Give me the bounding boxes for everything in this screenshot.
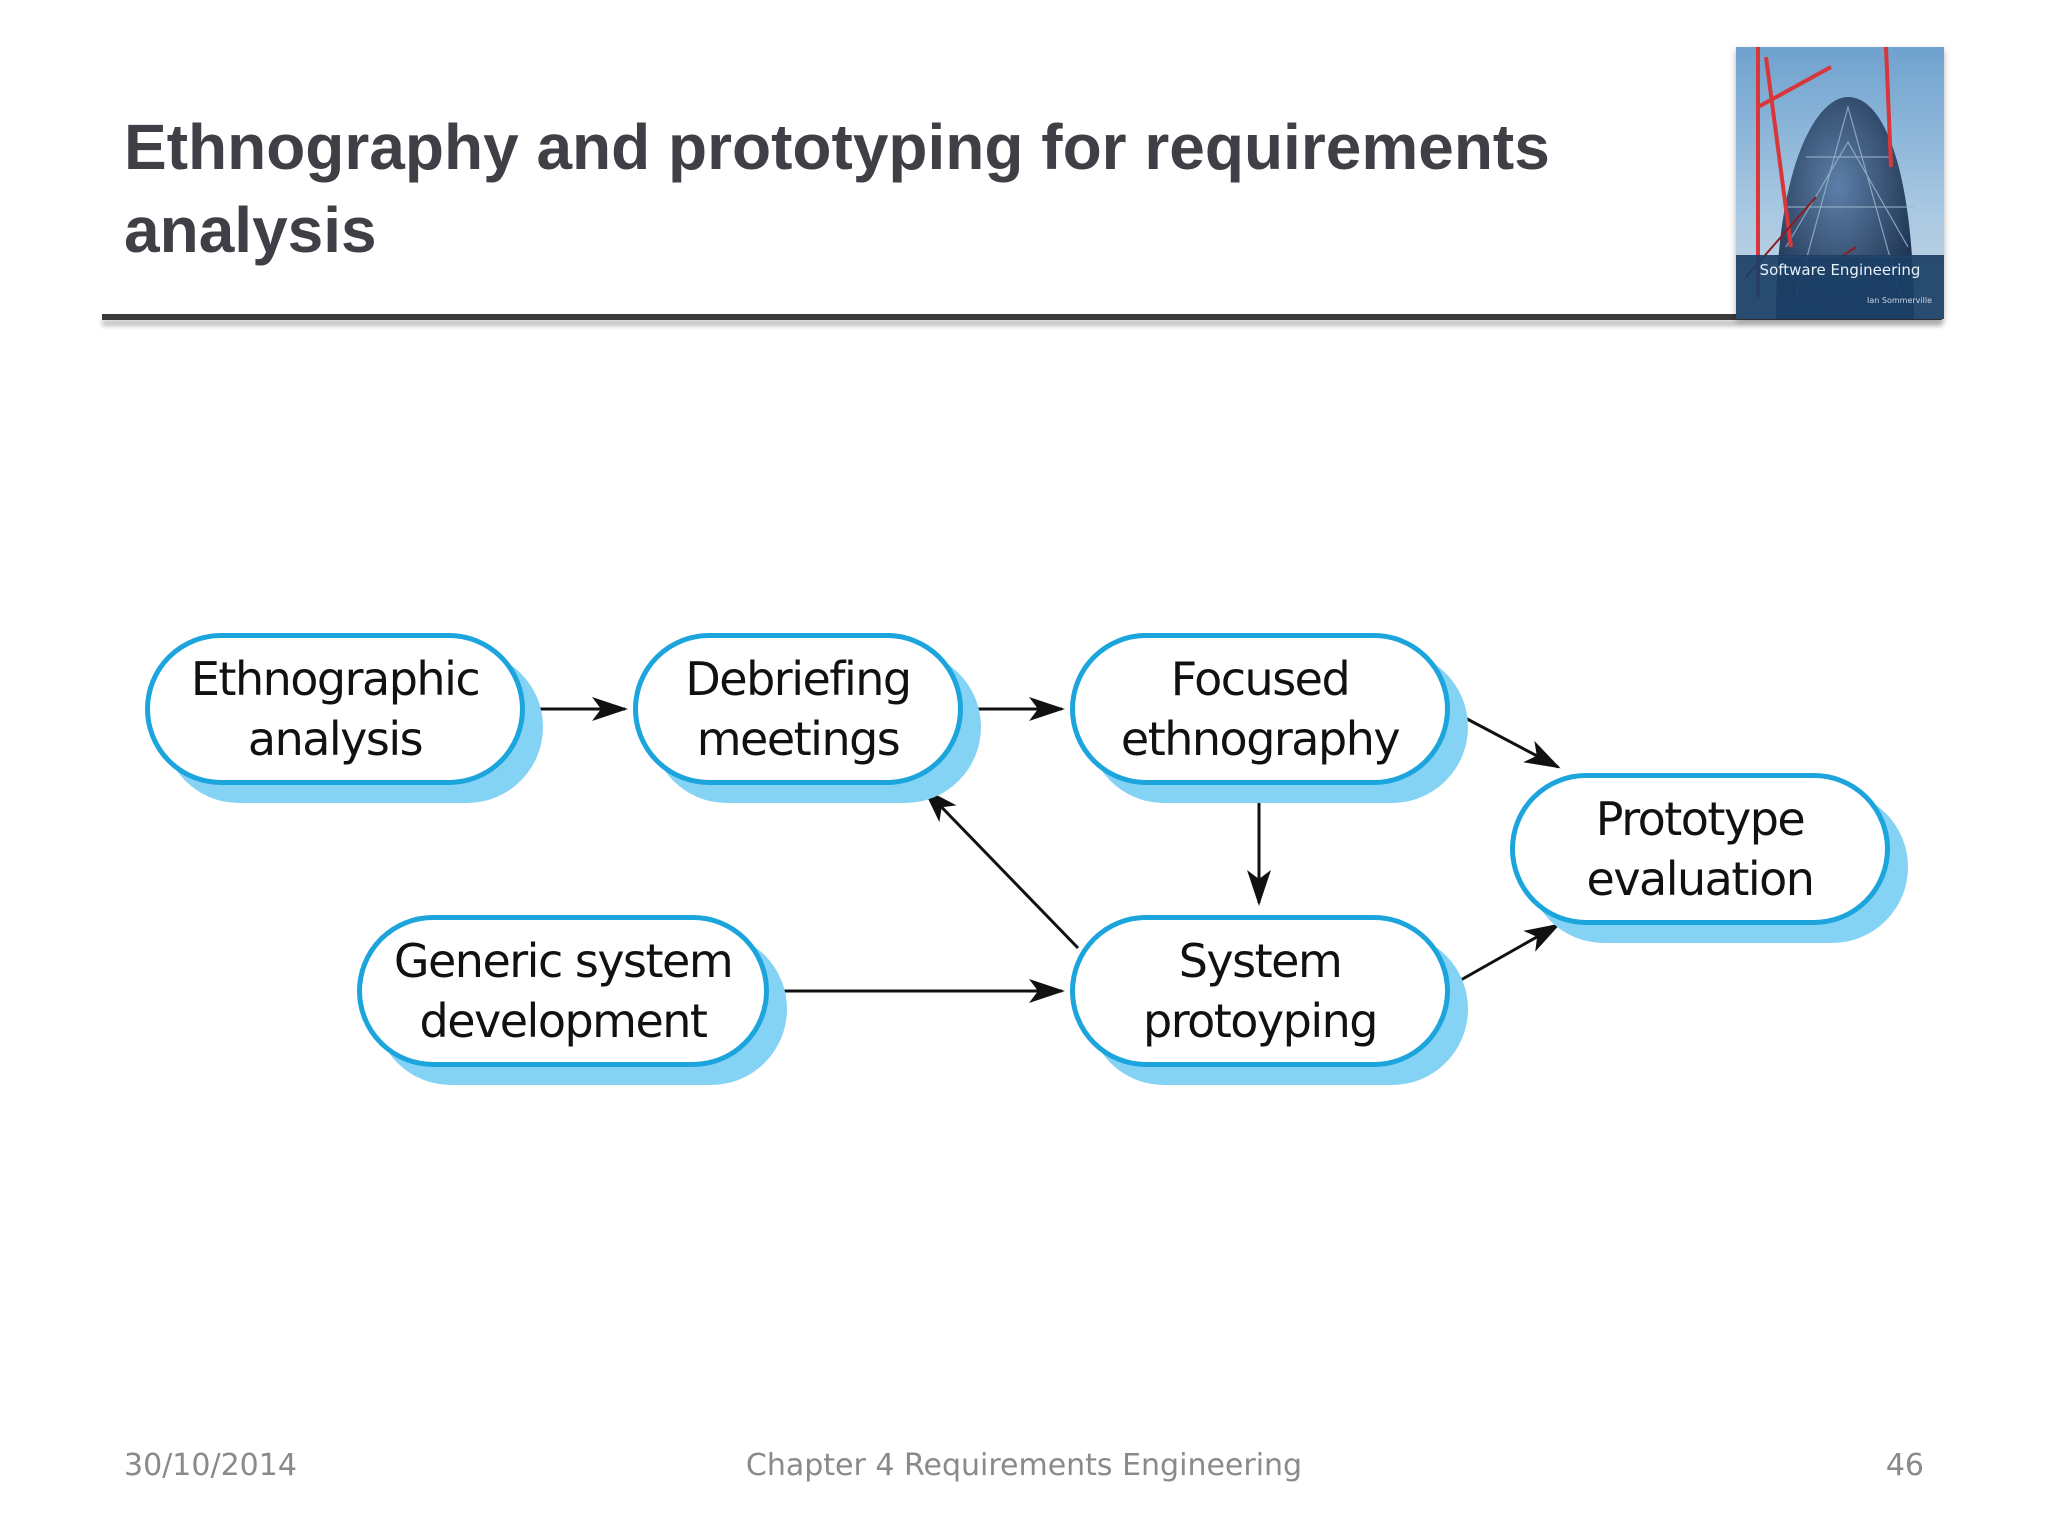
node-prototype-evaluation: Prototype evaluation xyxy=(1510,773,1890,925)
node-label-line: Prototype xyxy=(1595,792,1806,846)
slide-title: Ethnography and prototyping for requirem… xyxy=(124,106,1684,272)
node-label-line: protoyping xyxy=(1143,994,1378,1048)
node-ethnographic-analysis: Ethnographic analysis xyxy=(145,633,525,785)
node-label-line: ethnography xyxy=(1120,712,1401,766)
slide-title-line-2: analysis xyxy=(124,194,377,266)
node-label-line: Ethnographic xyxy=(190,652,481,706)
node-label-line: System xyxy=(1178,934,1343,988)
footer-page-number: 46 xyxy=(1885,1448,1924,1483)
node-label-line: Generic system xyxy=(393,934,734,988)
footer-date: 30/10/2014 xyxy=(124,1448,297,1483)
arrow-system-protoyping-to-debriefing xyxy=(922,787,1080,950)
footer-chapter: Chapter 4 Requirements Engineering xyxy=(745,1448,1303,1483)
node-label-line: Focused xyxy=(1170,652,1351,706)
node-focused-ethnography: Focused ethnography xyxy=(1070,633,1450,785)
arrow-focused-to-prototype-evaluation xyxy=(1451,709,1561,769)
node-label-line: development xyxy=(419,994,708,1048)
node-generic-system-development: Generic system development xyxy=(357,915,769,1067)
slide-title-line-1: Ethnography and prototyping for requirem… xyxy=(124,111,1550,183)
node-system-protoyping: System protoyping xyxy=(1070,915,1450,1067)
node-label-line: meetings xyxy=(696,712,901,766)
book-cover-author: Ian Sommerville xyxy=(1867,296,1932,305)
node-debriefing-meetings: Debriefing meetings xyxy=(633,633,963,785)
book-cover-image: Software Engineering Ian Sommerville xyxy=(1736,47,1944,319)
book-cover-illustration: Software Engineering Ian Sommerville xyxy=(1736,47,1944,319)
book-cover-title: Software Engineering xyxy=(1760,261,1921,279)
title-divider xyxy=(102,314,1942,320)
node-label-line: analysis xyxy=(247,712,424,766)
node-label-line: evaluation xyxy=(1586,852,1815,906)
arrow-system-protoyping-to-prototype-evaluation xyxy=(1451,923,1561,987)
node-label-line: Debriefing xyxy=(685,652,912,706)
